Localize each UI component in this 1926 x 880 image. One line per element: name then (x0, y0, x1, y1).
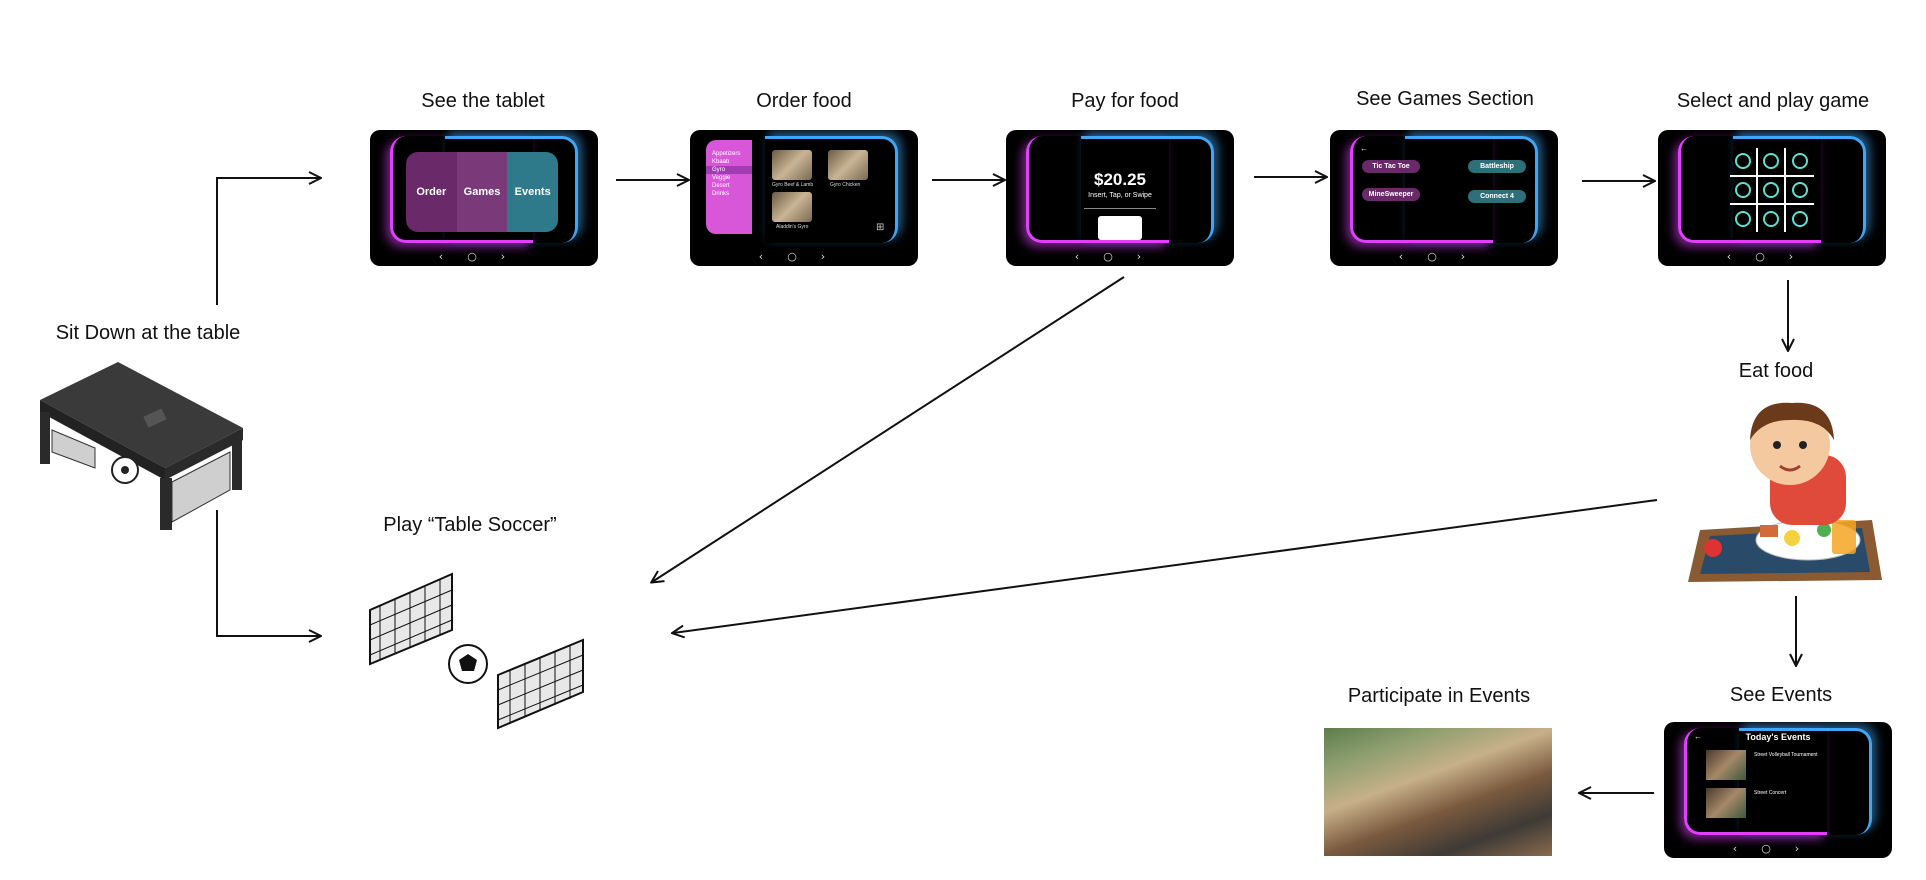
forward-icon[interactable]: › (820, 250, 850, 263)
arrow-sit-to-soccer (216, 510, 320, 636)
arrow-pay-to-soccer (652, 276, 1125, 582)
forward-icon[interactable]: › (1460, 250, 1490, 263)
menu-item-selected[interactable]: Gyro (706, 166, 752, 174)
step-tablet-label: See the tablet (421, 90, 545, 112)
order-button[interactable]: Order (406, 152, 457, 232)
tablet-game-board: ‹○› (1658, 130, 1886, 266)
food-image[interactable] (828, 150, 868, 180)
cart-icon[interactable]: ⊞ (876, 222, 885, 233)
home-icon[interactable]: ○ (1103, 250, 1137, 263)
board-cell[interactable] (1786, 148, 1814, 177)
home-icon[interactable]: ○ (1761, 842, 1795, 855)
nav-bar: ‹○› (690, 250, 918, 263)
nav-bar: ‹○› (370, 250, 598, 263)
board-cell[interactable] (1730, 176, 1758, 206)
nav-bar: ‹○› (1664, 842, 1892, 855)
board-cell[interactable] (1758, 205, 1786, 232)
tablet-home: Order Games Events ‹○› (370, 130, 598, 266)
back-icon[interactable]: ‹ (1726, 250, 1756, 263)
event-name: Street Concert (1754, 790, 1787, 796)
step-sit-label: Sit Down at the table (55, 322, 241, 344)
back-icon[interactable]: ‹ (438, 250, 468, 263)
step-order-label: Order food (756, 90, 852, 112)
events-title: Today's Events (1745, 732, 1811, 742)
payment-amount: $20.25 (1094, 170, 1146, 189)
back-icon[interactable]: ‹ (1732, 842, 1762, 855)
board-cell[interactable] (1786, 177, 1814, 206)
game-tic-tac-toe-button[interactable]: Tic Tac Toe (1362, 160, 1420, 173)
events-button[interactable]: Events (507, 152, 558, 232)
board-cell[interactable] (1758, 148, 1786, 177)
child-eating-illustration (1688, 402, 1882, 582)
game-minesweeper-button[interactable]: MineSweeper (1362, 188, 1420, 201)
tablet-events: ← Today's Events Street Volleyball Tourn… (1664, 722, 1892, 858)
board-cell[interactable] (1730, 148, 1758, 177)
menu-item[interactable]: Kbaab (712, 159, 730, 165)
nav-bar: ‹○› (1658, 250, 1886, 263)
step-select-label: Select and play game (1676, 90, 1870, 112)
step-pay-label: Pay for food (1071, 90, 1179, 112)
forward-icon[interactable]: › (1794, 842, 1824, 855)
home-icon[interactable]: ○ (1755, 250, 1789, 263)
menu-item[interactable]: Veggie (712, 175, 731, 181)
back-icon[interactable]: ‹ (1398, 250, 1428, 263)
step-events-label: See Events (1729, 684, 1833, 706)
payment-instruction: Insert, Tap, or Swipe (1088, 192, 1152, 199)
back-icon[interactable]: ‹ (758, 250, 788, 263)
food-image[interactable] (772, 150, 812, 180)
nav-bar: ‹○› (1006, 250, 1234, 263)
back-arrow-icon[interactable]: ← (1694, 732, 1702, 741)
event-name: Street Volleyball Tournament (1754, 752, 1818, 758)
step-eat-label: Eat food (1738, 360, 1814, 382)
soccer-table-illustration (40, 362, 243, 530)
game-battleship-button[interactable]: Battleship (1468, 160, 1526, 173)
arrow-sit-to-tablet (216, 178, 320, 305)
forward-icon[interactable]: › (1136, 250, 1166, 263)
food-caption: Gyro Chicken (830, 182, 861, 188)
tic-tac-toe-board (1730, 148, 1814, 232)
nav-bar: ‹○› (1330, 250, 1558, 263)
home-icon[interactable]: ○ (1427, 250, 1461, 263)
board-cell[interactable] (1758, 176, 1786, 206)
board-cell[interactable] (1786, 205, 1814, 232)
food-caption: Gyro Beef & Lamb (772, 182, 814, 188)
tablet-pay: $20.25 Insert, Tap, or Swipe ‹○› (1006, 130, 1234, 266)
food-image[interactable] (772, 192, 812, 222)
forward-icon[interactable]: › (1788, 250, 1818, 263)
menu-item[interactable]: Drinks (712, 191, 730, 197)
home-icon[interactable]: ○ (467, 250, 501, 263)
table-soccer-illustration (369, 572, 584, 730)
tablet-games: ← Tic Tac Toe Battleship MineSweeper Con… (1330, 130, 1558, 266)
step-soccer-label: Play “Table Soccer” (383, 514, 557, 536)
event-image[interactable] (1706, 788, 1746, 818)
forward-icon[interactable]: › (500, 250, 530, 263)
card-reader-icon (1098, 216, 1142, 240)
step-participate-label: Participate in Events (1347, 685, 1531, 707)
event-image[interactable] (1706, 750, 1746, 780)
street-concert-photo (1324, 728, 1552, 856)
order-menu: Appetizers Kbaab Gyro Veggie Desert Drin… (706, 140, 752, 234)
food-caption: Aladdin's Gyro (776, 224, 809, 230)
back-arrow-icon[interactable]: ← (1360, 144, 1368, 153)
games-button[interactable]: Games (456, 152, 508, 232)
back-icon[interactable]: ‹ (1074, 250, 1104, 263)
game-connect-4-button[interactable]: Connect 4 (1468, 190, 1526, 203)
step-games-label: See Games Section (1356, 88, 1534, 110)
home-menu: Order Games Events (406, 152, 558, 232)
tablet-order: Appetizers Kbaab Gyro Veggie Desert Drin… (690, 130, 918, 266)
board-cell[interactable] (1730, 205, 1758, 232)
arrow-eat-to-soccer (673, 499, 1658, 633)
menu-item[interactable]: Desert (712, 183, 730, 189)
menu-item[interactable]: Appetizers (712, 151, 741, 157)
home-icon[interactable]: ○ (787, 250, 821, 263)
